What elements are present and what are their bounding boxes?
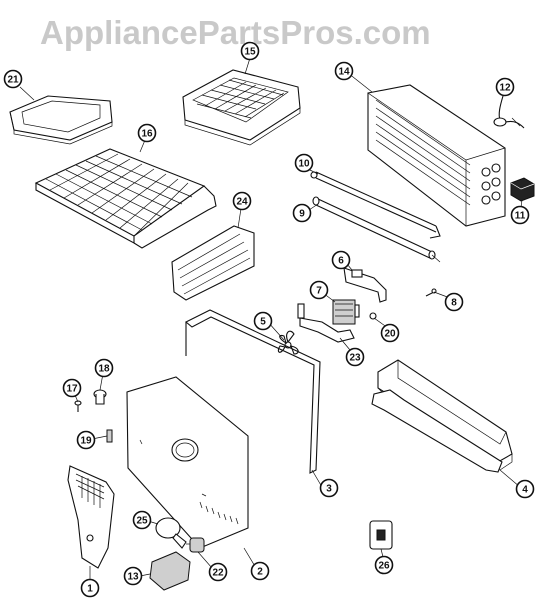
svg-text:19: 19 xyxy=(80,436,92,447)
socket-part xyxy=(186,537,205,553)
callout-16: 16 xyxy=(137,123,157,143)
callout-2: 2 xyxy=(250,561,270,581)
svg-text:25: 25 xyxy=(136,516,148,527)
svg-text:7: 7 xyxy=(316,286,322,297)
socket-cap-part xyxy=(93,389,107,405)
svg-text:6: 6 xyxy=(338,256,344,267)
callout-6: 6 xyxy=(331,250,351,270)
svg-text:20: 20 xyxy=(384,329,396,340)
lens-part xyxy=(149,551,191,591)
svg-text:15: 15 xyxy=(244,47,256,58)
light-housing-part xyxy=(67,465,115,569)
svg-text:26: 26 xyxy=(378,561,390,572)
callout-26: 26 xyxy=(374,555,394,575)
svg-text:8: 8 xyxy=(451,298,457,309)
terminal-block-part xyxy=(510,177,535,202)
gasket-part xyxy=(185,309,321,474)
callout-22: 22 xyxy=(208,562,228,582)
svg-text:22: 22 xyxy=(212,568,224,579)
callout-9: 9 xyxy=(292,203,312,223)
heater-tube-part xyxy=(312,196,441,263)
callout-23: 23 xyxy=(345,347,365,367)
svg-text:14: 14 xyxy=(338,67,350,78)
callout-19: 19 xyxy=(76,430,96,450)
evaporator-part xyxy=(367,84,506,227)
svg-text:5: 5 xyxy=(260,317,266,328)
channel-rail-part xyxy=(371,359,513,473)
motor-bracket-part xyxy=(297,303,355,343)
svg-text:13: 13 xyxy=(127,572,139,583)
clip-part xyxy=(106,429,113,443)
svg-text:23: 23 xyxy=(349,353,361,364)
callout-8: 8 xyxy=(444,292,464,312)
svg-text:3: 3 xyxy=(326,484,332,495)
svg-text:17: 17 xyxy=(66,384,78,395)
sensor-part xyxy=(493,95,525,129)
callout-7: 7 xyxy=(309,280,329,300)
screw-part xyxy=(425,288,437,297)
svg-text:11: 11 xyxy=(515,211,526,222)
svg-text:18: 18 xyxy=(98,364,110,375)
svg-text:1: 1 xyxy=(87,584,93,595)
grommet-part xyxy=(369,312,377,320)
svg-text:4: 4 xyxy=(522,485,528,496)
ice-tray-part xyxy=(182,69,301,146)
callout-11: 11 xyxy=(510,205,530,225)
callout-18: 18 xyxy=(94,358,114,378)
screw-small-part xyxy=(74,400,82,412)
callout-10: 10 xyxy=(294,153,314,173)
callout-15: 15 xyxy=(240,41,260,61)
defrost-heater-part xyxy=(310,171,441,239)
callout-24: 24 xyxy=(232,191,252,211)
svg-text:16: 16 xyxy=(141,129,153,140)
callout-3: 3 xyxy=(319,478,339,498)
watermark-text: AppliancePartsPros.com xyxy=(40,14,431,51)
svg-text:21: 21 xyxy=(7,75,19,86)
svg-text:2: 2 xyxy=(257,567,263,578)
back-panel-part xyxy=(126,376,249,549)
callout-25: 25 xyxy=(132,510,152,530)
callout-4: 4 xyxy=(515,479,535,499)
fan-motor-part xyxy=(332,299,360,325)
callout-1: 1 xyxy=(80,578,100,598)
wire-shelf-part xyxy=(34,148,217,249)
tray-part xyxy=(9,95,113,145)
callout-5: 5 xyxy=(253,311,273,331)
bulb-part xyxy=(155,517,187,549)
callout-20: 20 xyxy=(380,323,400,343)
callout-21: 21 xyxy=(3,69,23,89)
svg-text:24: 24 xyxy=(236,197,248,208)
callout-13: 13 xyxy=(123,566,143,586)
svg-text:9: 9 xyxy=(299,209,305,220)
grill-part xyxy=(171,225,255,301)
callout-14: 14 xyxy=(334,61,354,81)
svg-text:12: 12 xyxy=(499,83,511,94)
callout-17: 17 xyxy=(62,378,82,398)
callout-12: 12 xyxy=(495,77,515,97)
bracket-part xyxy=(343,267,387,303)
switch-part xyxy=(369,520,393,550)
svg-text:10: 10 xyxy=(298,159,310,170)
